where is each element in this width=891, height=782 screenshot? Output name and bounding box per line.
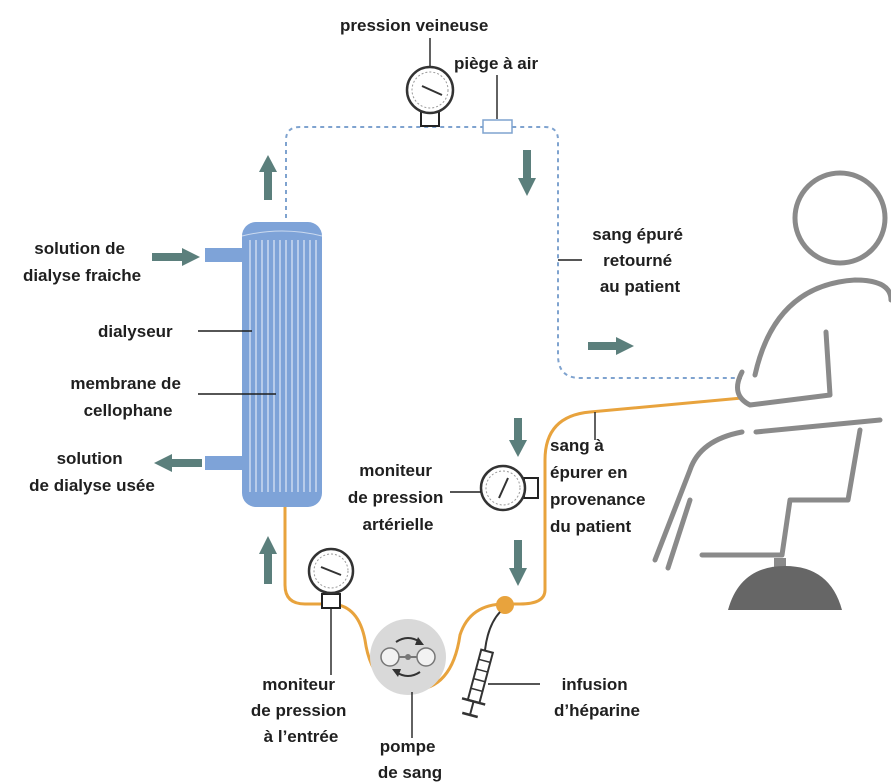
blood-pump-icon [370,619,446,695]
label-venous-pressure: pression veineuse [340,16,488,35]
arrow-down-return [518,150,536,196]
label-inlet-monitor: moniteur de pression à l’entrée [251,675,351,746]
arrow-down-arterial-top [509,418,527,457]
label-air-trap: piège à air [454,54,538,73]
arrow-right-return [588,337,634,355]
arrow-up-bottom [259,536,277,584]
label-arterial-monitor: moniteur de pression artérielle [348,461,448,534]
label-heparin: infusion d’héparine [554,675,640,720]
arrow-out-used [154,454,202,472]
label-fresh-solution: solution de dialyse fraiche [23,239,141,285]
label-blood-from-patient: sang à épurer en provenance du patient [550,436,650,536]
label-membrane: membrane de cellophane [70,374,185,420]
venous-return-tube [285,126,742,379]
heparin-syringe-icon [461,596,514,719]
label-clean-blood: sang épuré retourné au patient [592,225,687,296]
label-blood-pump: pompe de sang [378,737,442,782]
arrow-in-fresh [152,248,200,266]
arrow-up-top [259,155,277,200]
arterial-pressure-gauge-icon [479,464,539,512]
patient-chair-icon [652,170,891,610]
dialyzer [205,222,323,507]
venous-pressure-gauge-icon [405,65,455,127]
air-trap [482,119,513,134]
label-used-solution: solution de dialyse usée [29,449,155,495]
label-dialyzer: dialyseur [98,322,173,341]
arrow-down-arterial-bottom [509,540,527,586]
inlet-pressure-gauge-icon [307,547,355,609]
